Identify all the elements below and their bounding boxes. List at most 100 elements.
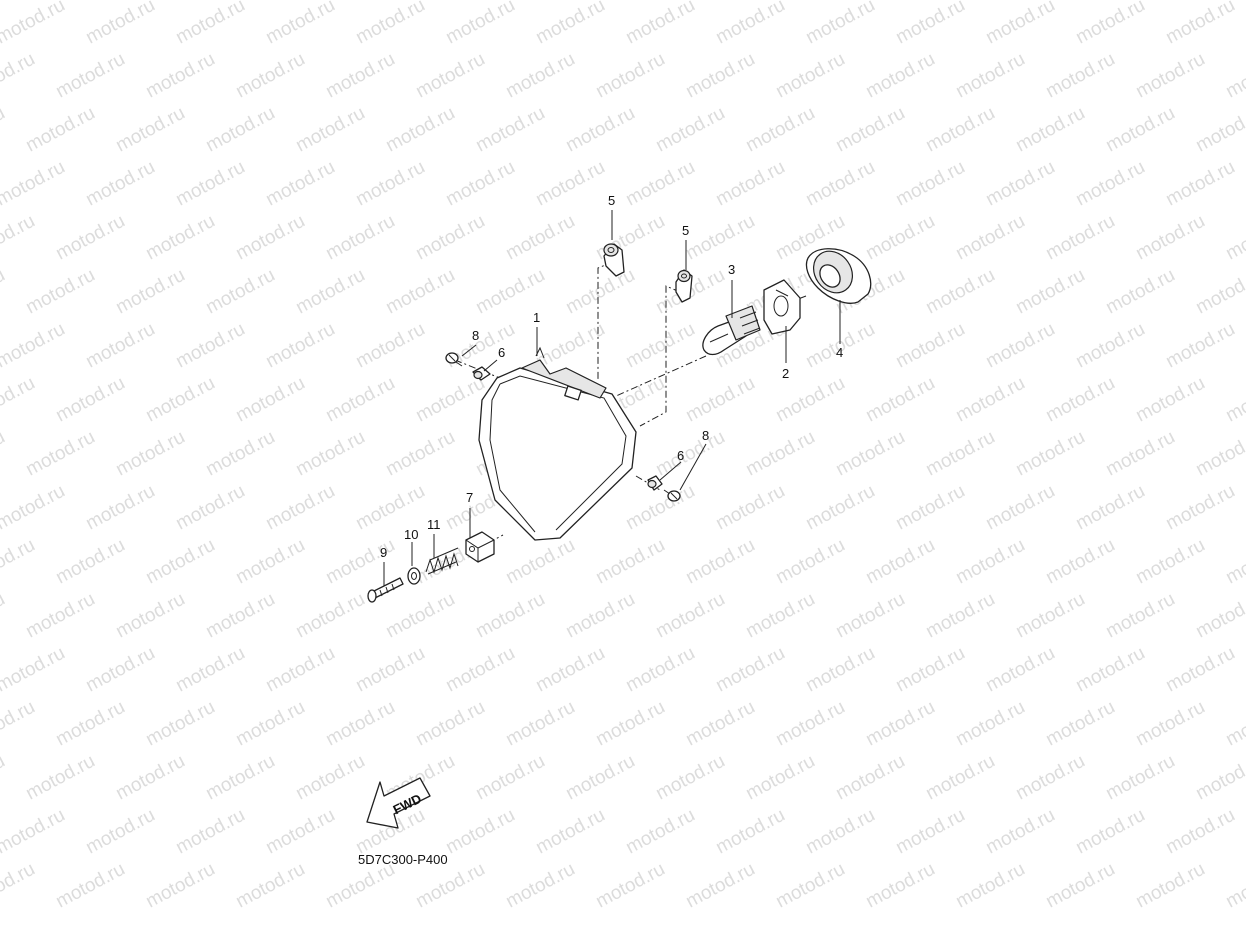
watermark-text: motod.ru xyxy=(232,859,308,913)
watermark-text: motod.ru xyxy=(862,373,938,427)
watermark-text: motod.ru xyxy=(982,805,1058,859)
headlight-housing xyxy=(478,346,637,541)
watermark-text: motod.ru xyxy=(712,157,788,211)
watermark-text: motod.ru xyxy=(1222,859,1246,913)
callout-4: 4 xyxy=(836,345,843,360)
watermark-text: motod.ru xyxy=(952,535,1028,589)
watermark-text: motod.ru xyxy=(952,49,1028,103)
watermark-text: motod.ru xyxy=(1162,157,1238,211)
watermark-text: motod.ru xyxy=(922,589,998,643)
watermark-text: motod.ru xyxy=(472,751,548,805)
watermark-text: motod.ru xyxy=(892,319,968,373)
watermark-text: motod.ru xyxy=(292,751,368,805)
watermark-text: motod.ru xyxy=(982,481,1058,535)
watermark-text: motod.ru xyxy=(1132,697,1208,751)
watermark-text: motod.ru xyxy=(1102,427,1178,481)
watermark-text: motod.ru xyxy=(892,0,968,48)
watermark-text: motod.ru xyxy=(172,319,248,373)
watermark-text: motod.ru xyxy=(562,589,638,643)
watermark-text: motod.ru xyxy=(142,535,218,589)
watermark-text: motod.ru xyxy=(172,643,248,697)
watermark-text: motod.ru xyxy=(772,859,848,913)
watermark-text: motod.ru xyxy=(202,265,278,319)
watermark-text: motod.ru xyxy=(1012,265,1088,319)
watermark-text: motod.ru xyxy=(262,805,338,859)
watermark-text: motod.ru xyxy=(0,427,9,481)
watermark-text: motod.ru xyxy=(0,859,39,913)
watermark-text: motod.ru xyxy=(592,859,668,913)
watermark-text: motod.ru xyxy=(232,535,308,589)
watermark-text: motod.ru xyxy=(502,211,578,265)
watermark-text: motod.ru xyxy=(1132,211,1208,265)
watermark-text: motod.ru xyxy=(802,805,878,859)
watermark-text: motod.ru xyxy=(292,265,368,319)
watermark-text: motod.ru xyxy=(1132,859,1208,913)
watermark-text: motod.ru xyxy=(592,697,668,751)
watermark-text: motod.ru xyxy=(112,751,188,805)
watermark-text: motod.ru xyxy=(262,481,338,535)
watermark-text: motod.ru xyxy=(892,805,968,859)
watermark-text: motod.ru xyxy=(442,0,518,48)
watermark-text: motod.ru xyxy=(832,103,908,157)
callout-11: 11 xyxy=(427,517,441,532)
watermark-text: motod.ru xyxy=(712,643,788,697)
callout-7: 7 xyxy=(466,490,473,505)
watermark-text: motod.ru xyxy=(142,697,218,751)
watermark-text: motod.ru xyxy=(1132,373,1208,427)
watermark-text: motod.ru xyxy=(1072,481,1148,535)
watermark-text: motod.ru xyxy=(682,211,758,265)
callout-3: 3 xyxy=(728,262,735,277)
watermark-text: motod.ru xyxy=(52,49,128,103)
watermark-text: motod.ru xyxy=(262,319,338,373)
watermark-text: motod.ru xyxy=(832,427,908,481)
watermark-text: motod.ru xyxy=(652,751,728,805)
watermark-text: motod.ru xyxy=(292,427,368,481)
watermark-text: motod.ru xyxy=(0,103,9,157)
watermark-text: motod.ru xyxy=(382,427,458,481)
watermark-text: motod.ru xyxy=(472,589,548,643)
watermark-text: motod.ru xyxy=(322,49,398,103)
watermark-text: motod.ru xyxy=(232,697,308,751)
watermark-text: motod.ru xyxy=(1042,697,1118,751)
watermark-text: motod.ru xyxy=(82,481,158,535)
watermark-text: motod.ru xyxy=(1222,373,1246,427)
callout-6-right: 6 xyxy=(677,448,684,463)
watermark-text: motod.ru xyxy=(502,49,578,103)
watermark-text: motod.ru xyxy=(862,697,938,751)
watermark-text: motod.ru xyxy=(532,805,608,859)
watermark-text: motod.ru xyxy=(82,157,158,211)
watermark-text: motod.ru xyxy=(892,481,968,535)
screw-upper-left xyxy=(445,352,463,367)
watermark-text: motod.ru xyxy=(1222,211,1246,265)
watermark-text: motod.ru xyxy=(622,643,698,697)
watermark-text: motod.ru xyxy=(622,481,698,535)
grommet-upper-left xyxy=(472,366,491,381)
watermark-text: motod.ru xyxy=(562,103,638,157)
watermark-text: motod.ru xyxy=(472,103,548,157)
headlight-bulb xyxy=(702,305,761,356)
watermark-text: motod.ru xyxy=(532,643,608,697)
watermark-text: motod.ru xyxy=(1222,49,1246,103)
watermark-text: motod.ru xyxy=(622,0,698,48)
watermark-text: motod.ru xyxy=(682,373,758,427)
watermark-text: motod.ru xyxy=(652,103,728,157)
watermark-text: motod.ru xyxy=(742,103,818,157)
watermark-text: motod.ru xyxy=(142,859,218,913)
watermark-text: motod.ru xyxy=(292,589,368,643)
watermark-text: motod.ru xyxy=(1162,0,1238,48)
watermark-text: motod.ru xyxy=(0,49,39,103)
callout-6-upper-left: 6 xyxy=(498,345,505,360)
watermark-text: motod.ru xyxy=(52,697,128,751)
watermark-text: motod.ru xyxy=(322,373,398,427)
watermark-text: motod.ru xyxy=(22,265,98,319)
clip-upper-right xyxy=(675,269,693,303)
watermark-text: motod.ru xyxy=(142,211,218,265)
watermark-text: motod.ru xyxy=(352,319,428,373)
watermark-text: motod.ru xyxy=(442,157,518,211)
watermark-text: motod.ru xyxy=(592,535,668,589)
watermark-text: motod.ru xyxy=(352,157,428,211)
watermark-text: motod.ru xyxy=(232,49,308,103)
watermark-text: motod.ru xyxy=(892,157,968,211)
watermark-text: motod.ru xyxy=(0,751,9,805)
watermark-text: motod.ru xyxy=(412,49,488,103)
